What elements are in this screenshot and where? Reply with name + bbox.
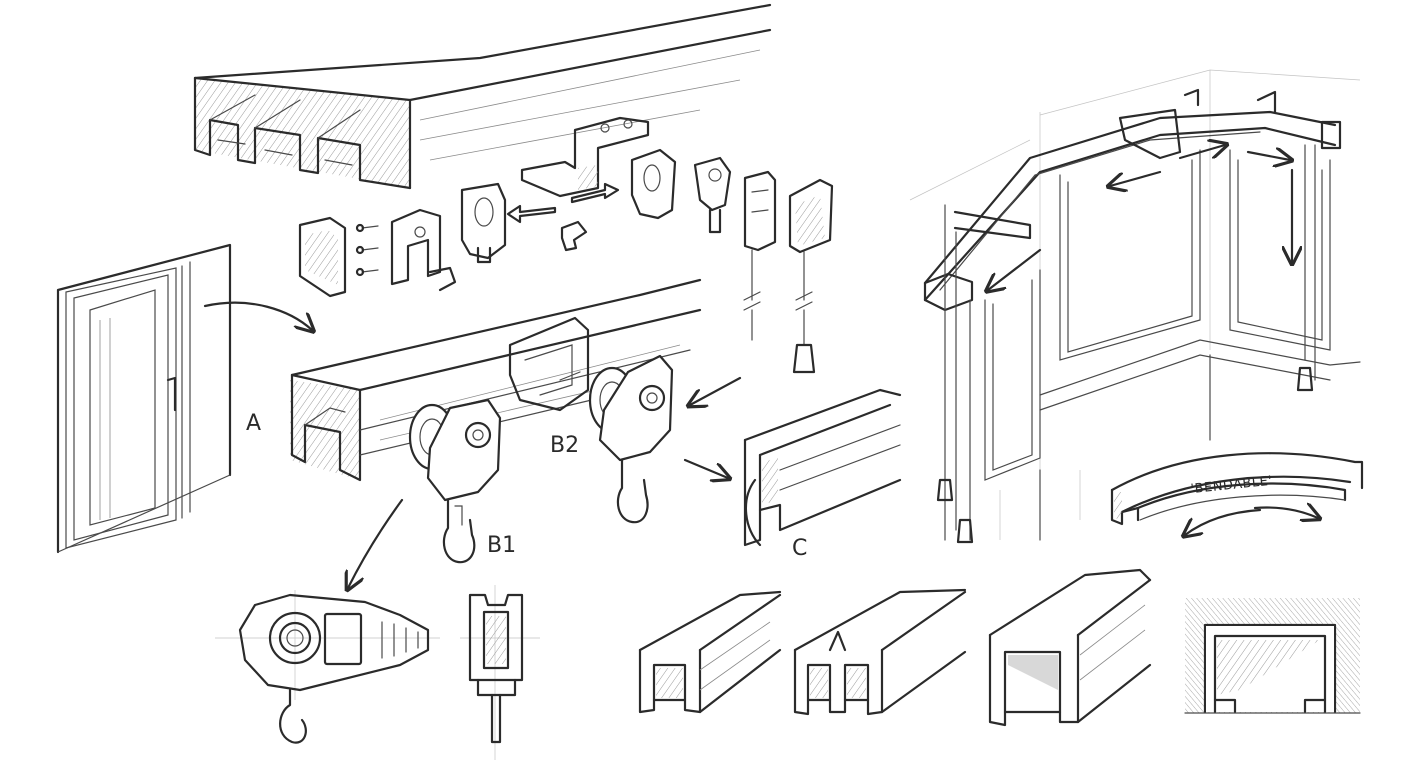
sliding-carriage [508, 316, 590, 412]
label-b2: B2 [550, 433, 579, 458]
end-cap-right [788, 178, 834, 374]
label-bendable: 'BENDABLE' [1190, 474, 1273, 497]
glider-mid [630, 148, 677, 220]
hook-glider [693, 156, 732, 234]
label-c: C [792, 536, 807, 561]
arrow-to-profile-c [685, 376, 742, 478]
cord-guide-1 [743, 170, 777, 341]
z-bracket [520, 116, 650, 198]
arrow-to-detail [348, 498, 404, 588]
glider-small [460, 182, 507, 264]
triple-channel-rail [193, 3, 772, 190]
glider-detail-side-view [215, 590, 440, 744]
label-a: A [246, 411, 261, 436]
window-frame-left [56, 243, 232, 554]
screws [355, 223, 379, 277]
bay-direction-arrows [988, 145, 1292, 290]
profile-double-channel [793, 588, 967, 716]
clip-piece [560, 220, 588, 252]
end-cap-left [298, 216, 347, 298]
glider-b1 [408, 398, 502, 564]
glider-detail-front-view [460, 585, 540, 760]
arrow-left-hollow [506, 204, 557, 224]
label-b1: B1 [487, 533, 516, 558]
bay-window-room [909, 69, 1361, 541]
profile-wide-channel [988, 568, 1152, 727]
profile-c [743, 388, 902, 547]
bay-curtain-track [923, 88, 1342, 544]
profile-single-channel [638, 590, 782, 714]
glider-b2 [588, 354, 674, 524]
bendable-track: 'BENDABLE' [1110, 452, 1364, 535]
profile-recessed-ceiling [1184, 598, 1361, 714]
curved-arrow-to-track [203, 301, 312, 330]
arrow-right-hollow [570, 182, 620, 204]
mounting-bracket-small [390, 208, 457, 292]
